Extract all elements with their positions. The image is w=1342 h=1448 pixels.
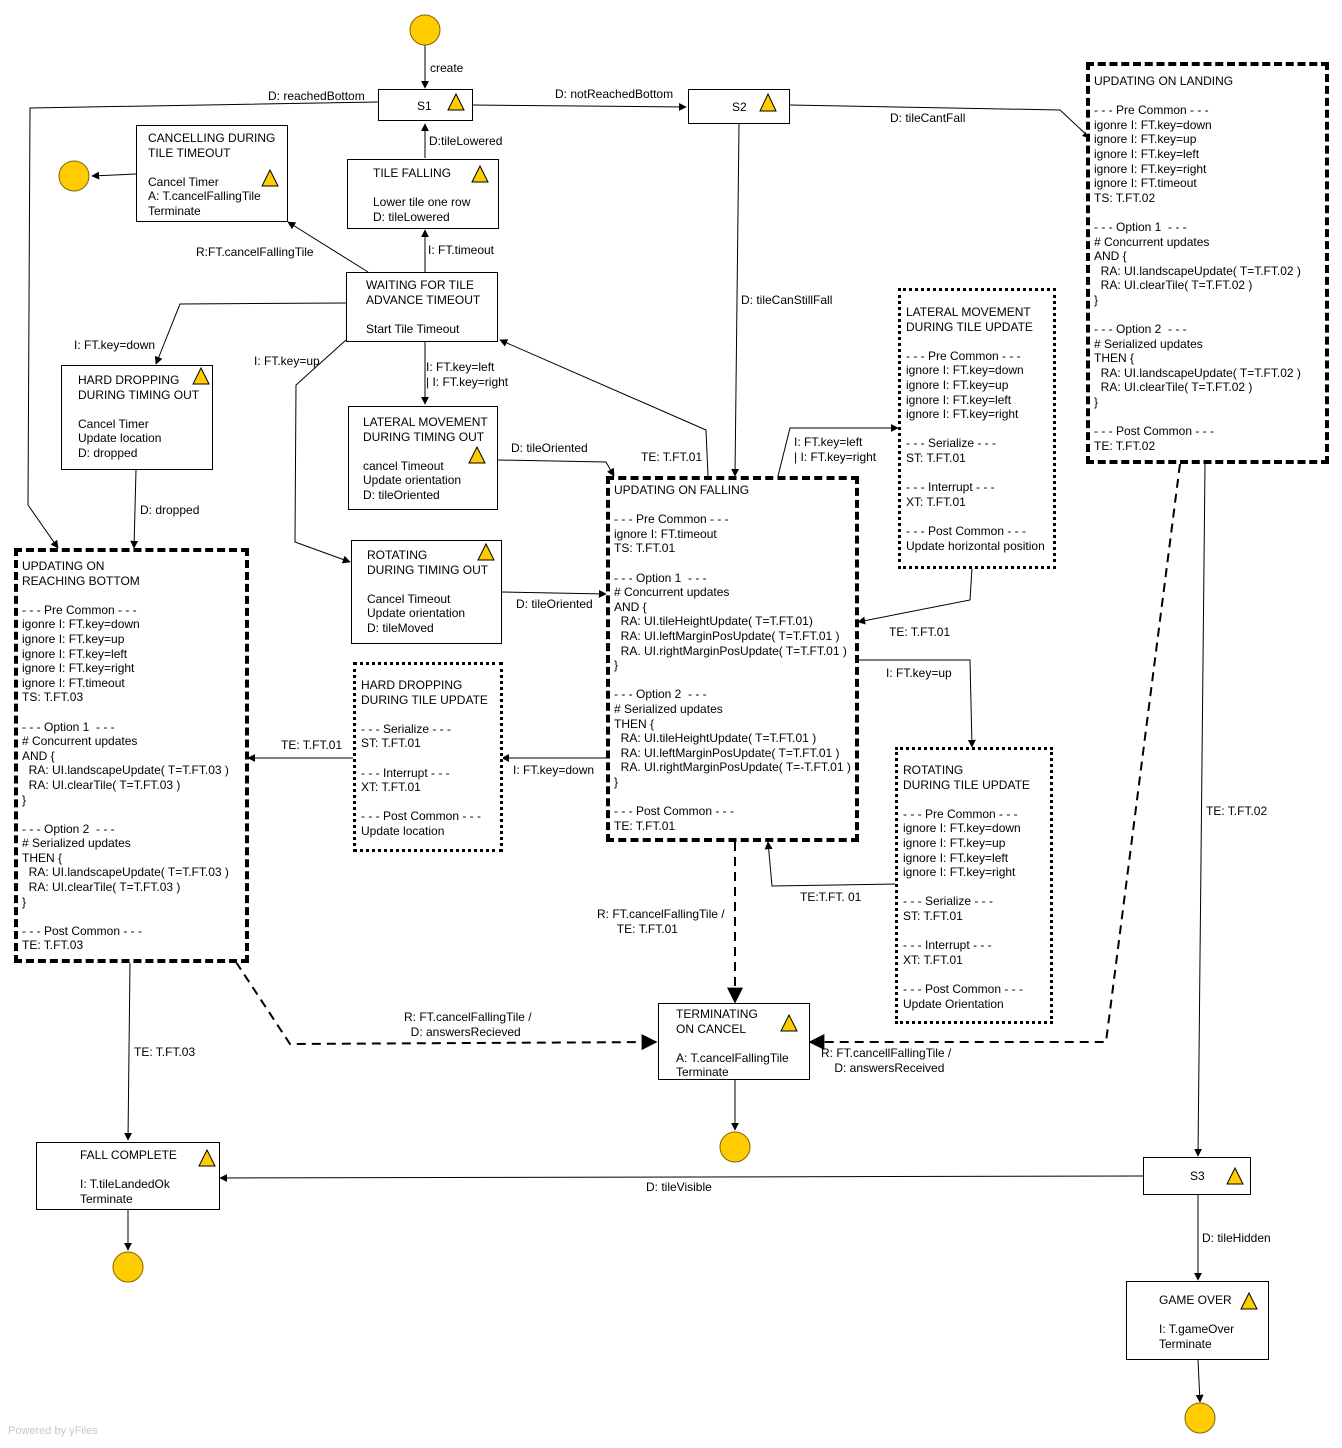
edge-te-top (499, 339, 709, 477)
edge-game-over-end (1195, 1359, 1204, 1403)
state-cancelling-text: CANCELLING DURING TILE TIMEOUT Cancel Ti… (148, 131, 276, 218)
edge-label-te-left: TE: T.FT.01 (281, 738, 343, 752)
state-updating-landing-text: UPDATING ON LANDING - - - Pre Common - -… (1094, 74, 1301, 453)
final-state-cancelling-icon (58, 160, 90, 192)
state-lateral-movement-during-timing-out[interactable]: LATERAL MOVEMENT DURING TIMING OUT cance… (348, 406, 498, 510)
state-rotating-timing-text: ROTATING DURING TIMING OUT Cancel Timeou… (367, 548, 489, 635)
edge-te-ft03 (124, 961, 133, 1141)
state-lateral-timing-text: LATERAL MOVEMENT DURING TIMING OUT cance… (363, 415, 488, 502)
edge-label-reached-bottom: D: reachedBottom (268, 89, 365, 103)
edge-label-cancel-answers-right: R: FT.cancellFallingTile / D: answersRec… (821, 1046, 952, 1075)
state-s2[interactable]: S2 (688, 89, 790, 124)
edge-label-tile-can-still-fall: D: tileCanStillFall (741, 293, 833, 307)
state-terminating-on-cancel[interactable]: TERMINATING ON CANCEL A: T.cancelFalling… (658, 1003, 810, 1080)
edge-label-tile-oriented-2: D: tileOriented (516, 597, 593, 611)
edge-label-te-ft03: TE: T.FT.03 (134, 1045, 196, 1059)
edge-label-key-down: I: FT.key=down (74, 338, 156, 352)
edge-label-tile-visible: D: tileVisible (646, 1180, 712, 1194)
state-tile-falling-text: TILE FALLING Lower tile one row D: tileL… (373, 166, 471, 224)
edge-label-cancel-answers-left: R: FT.cancelFallingTile / D: answersReci… (404, 1010, 532, 1039)
edge-label-tile-cant-fall: D: tileCantFall (890, 111, 966, 125)
edge-te-right (857, 567, 973, 625)
state-tile-falling[interactable]: TILE FALLING Lower tile one row D: tileL… (347, 159, 499, 229)
edge-label-te-rot: TE:T.FT. 01 (800, 890, 862, 904)
state-game-over[interactable]: GAME OVER I: T.gameOver Terminate (1126, 1281, 1269, 1360)
state-waiting-for-tile-advance-timeout[interactable]: WAITING FOR TILE ADVANCE TIMEOUT Start T… (346, 272, 498, 342)
state-updating-falling-text: UPDATING ON FALLING - - - Pre Common - -… (614, 483, 851, 833)
state-s2-label: S2 (732, 100, 747, 114)
edge-tile-can-still-fall (731, 123, 740, 477)
edge-tile-visible (219, 1173, 1145, 1182)
edge-key-left-right-2 (777, 424, 899, 477)
state-waiting-text: WAITING FOR TILE ADVANCE TIMEOUT Start T… (366, 278, 481, 336)
edge-key-up-2 (858, 659, 976, 748)
state-hard-drop-timing-text: HARD DROPPING DURING TIMING OUT Cancel T… (78, 373, 200, 460)
edge-label-ft-timeout: I: FT.timeout (428, 243, 495, 257)
state-updating-on-falling[interactable]: UPDATING ON FALLING - - - Pre Common - -… (606, 476, 859, 842)
edge-reached-bottom (27, 101, 379, 549)
state-hard-dropping-during-tile-update[interactable]: HARD DROPPING DURING TILE UPDATE - - - S… (353, 662, 503, 852)
powered-by-footer: Powered by yFiles (8, 1425, 98, 1437)
state-rotating-during-tile-update[interactable]: ROTATING DURING TILE UPDATE - - - Pre Co… (895, 747, 1053, 1024)
edge-label-te-ft02: TE: T.FT.02 (1206, 804, 1268, 818)
edge-label-tile-oriented-1: D: tileOriented (511, 441, 588, 455)
edge-label-key-down-2: I: FT.key=down (513, 763, 595, 777)
state-updating-bottom-text: UPDATING ON REACHING BOTTOM - - - Pre Co… (22, 559, 229, 953)
edge-label-tile-hidden: D: tileHidden (1202, 1231, 1271, 1245)
state-rotating-during-timing-out[interactable]: ROTATING DURING TIMING OUT Cancel Timeou… (351, 540, 502, 644)
initial-state-icon (409, 14, 441, 46)
edge-te-rot (764, 841, 897, 887)
state-hard-drop-update-text: HARD DROPPING DURING TILE UPDATE - - - S… (361, 678, 488, 838)
state-s3-label: S3 (1190, 1169, 1205, 1183)
edge-tile-oriented-1 (497, 459, 615, 477)
edge-label-te-top: TE: T.FT.01 (641, 450, 703, 464)
state-rotating-update-text: ROTATING DURING TILE UPDATE - - - Pre Co… (903, 763, 1030, 1011)
edge-label-dropped: D: dropped (140, 503, 200, 517)
edge-label-key-left-right-2: I: FT.key=left | I: FT.key=right (794, 435, 877, 464)
state-s1[interactable]: S1 (378, 89, 473, 121)
state-terminating-text: TERMINATING ON CANCEL A: T.cancelFalling… (676, 1007, 789, 1080)
edge-cancel-falling-tile (287, 221, 369, 273)
state-fall-complete-text: FALL COMPLETE I: T.tileLandedOk Terminat… (80, 1148, 177, 1206)
state-updating-on-reaching-bottom[interactable]: UPDATING ON REACHING BOTTOM - - - Pre Co… (14, 548, 249, 963)
edge-tile-cant-fall (789, 104, 1091, 139)
state-s3[interactable]: S3 (1143, 1157, 1251, 1195)
edge-label-tile-lowered: D:tileLowered (429, 134, 503, 148)
edge-label-key-up: I: FT.key=up (254, 354, 320, 368)
state-cancelling-during-tile-timeout[interactable]: CANCELLING DURING TILE TIMEOUT Cancel Ti… (136, 125, 288, 222)
edge-dropped (130, 469, 139, 549)
edge-te-ft02 (1194, 463, 1206, 1157)
edge-tile-oriented-2 (501, 589, 607, 598)
edge-key-down (154, 302, 347, 365)
state-s1-label: S1 (417, 99, 432, 113)
edge-label-te-right: TE: T.FT.01 (889, 625, 951, 639)
edge-label-key-left-right: I: FT.key=left | I: FT.key=right (426, 360, 509, 389)
edge-cancel-answers-right (808, 463, 1181, 1050)
edge-label-cancel-falling-tile: R:FT.cancelFallingTile (196, 245, 314, 259)
state-hard-dropping-during-timing-out[interactable]: HARD DROPPING DURING TIMING OUT Cancel T… (61, 365, 213, 470)
edge-key-up (294, 339, 351, 564)
final-state-terminating-icon (719, 1131, 751, 1163)
state-game-over-text: GAME OVER I: T.gameOver Terminate (1159, 1293, 1235, 1351)
edge-label-not-reached-bottom: D: notReachedBottom (555, 87, 674, 101)
state-updating-on-landing[interactable]: UPDATING ON LANDING - - - Pre Common - -… (1086, 62, 1329, 464)
edge-label-cancel-te: R: FT.cancelFallingTile / TE: T.FT.01 (597, 907, 725, 936)
edge-label-create: create (430, 61, 464, 75)
edge-label-key-up-2: I: FT.key=up (886, 666, 952, 680)
edge-cancel-end (91, 171, 137, 180)
edge-not-reached-bottom (471, 102, 687, 111)
edge-cancel-answers-left (235, 961, 658, 1051)
state-lateral-movement-during-tile-update[interactable]: LATERAL MOVEMENT DURING TILE UPDATE - - … (898, 288, 1056, 569)
state-lateral-update-text: LATERAL MOVEMENT DURING TILE UPDATE - - … (906, 305, 1045, 553)
final-state-fall-complete-icon (112, 1251, 144, 1283)
final-state-game-over-icon (1184, 1402, 1216, 1434)
state-fall-complete[interactable]: FALL COMPLETE I: T.tileLandedOk Terminat… (36, 1142, 220, 1210)
